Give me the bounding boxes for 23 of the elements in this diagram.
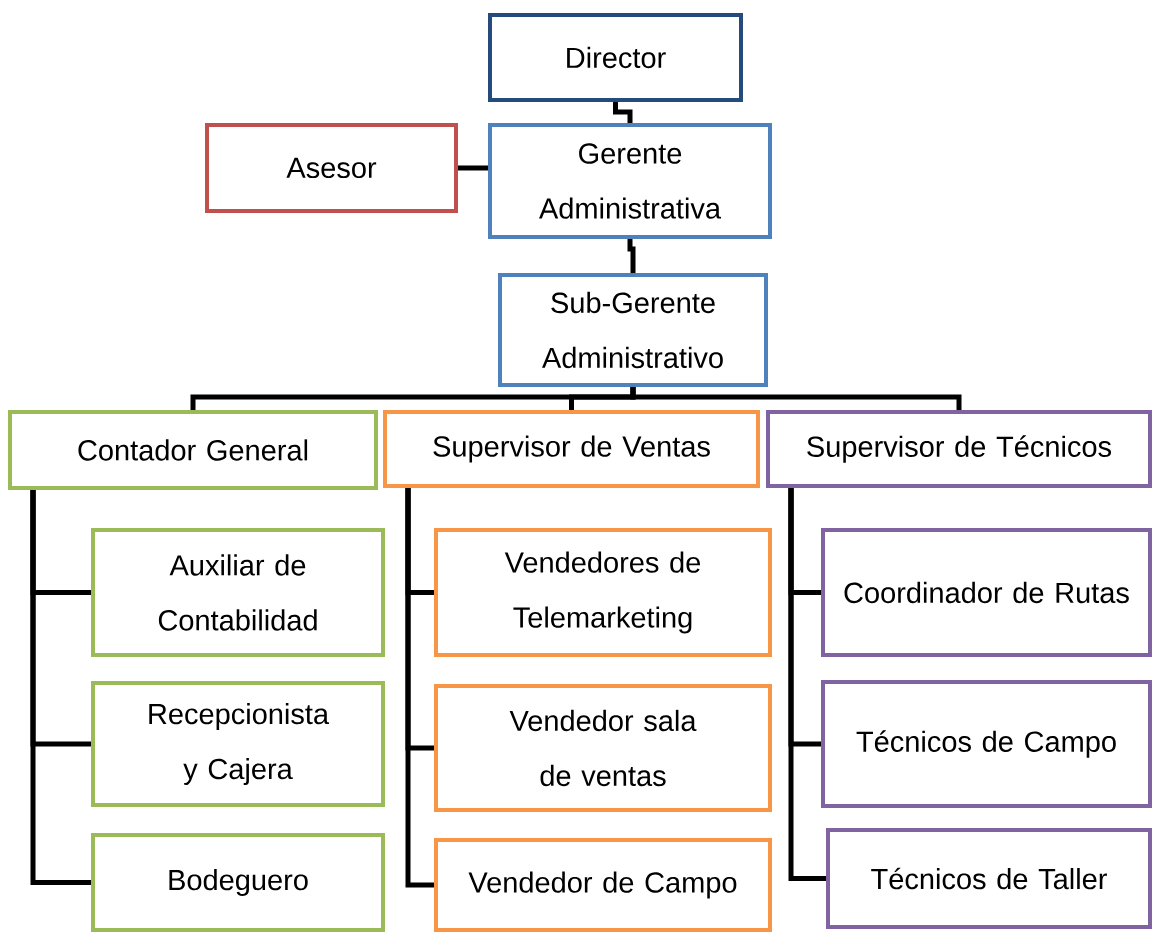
org-box: Gerente Administrativa — [488, 123, 772, 239]
connector-line — [405, 488, 434, 888]
org-box: Director — [488, 13, 743, 102]
org-box: Asesor — [205, 123, 458, 213]
connector-line — [630, 387, 962, 410]
org-box: Sub-Gerente Administrativo — [498, 273, 768, 387]
org-box: Recepcionista y Cajera — [91, 681, 385, 807]
org-box: Auxiliar de Contabilidad — [91, 528, 385, 657]
connector-line — [627, 239, 636, 273]
connector-line — [788, 488, 826, 881]
org-box: Supervisor de Técnicos — [766, 410, 1152, 488]
org-box: Supervisor de Ventas — [383, 410, 760, 488]
org-box: Contador General — [8, 410, 378, 490]
org-box: Técnicos de Campo — [821, 680, 1152, 808]
org-box: Vendedor sala de ventas — [434, 684, 772, 812]
org-box: Vendedores de Telemarketing — [434, 528, 772, 657]
connector-line — [613, 102, 633, 123]
org-box: Coordinador de Rutas — [821, 528, 1152, 657]
connector-line — [458, 165, 488, 171]
org-box: Bodeguero — [91, 833, 385, 932]
org-box: Vendedor de Campo — [434, 838, 772, 932]
org-box: Técnicos de Taller — [826, 828, 1152, 929]
connector-line — [30, 490, 91, 885]
